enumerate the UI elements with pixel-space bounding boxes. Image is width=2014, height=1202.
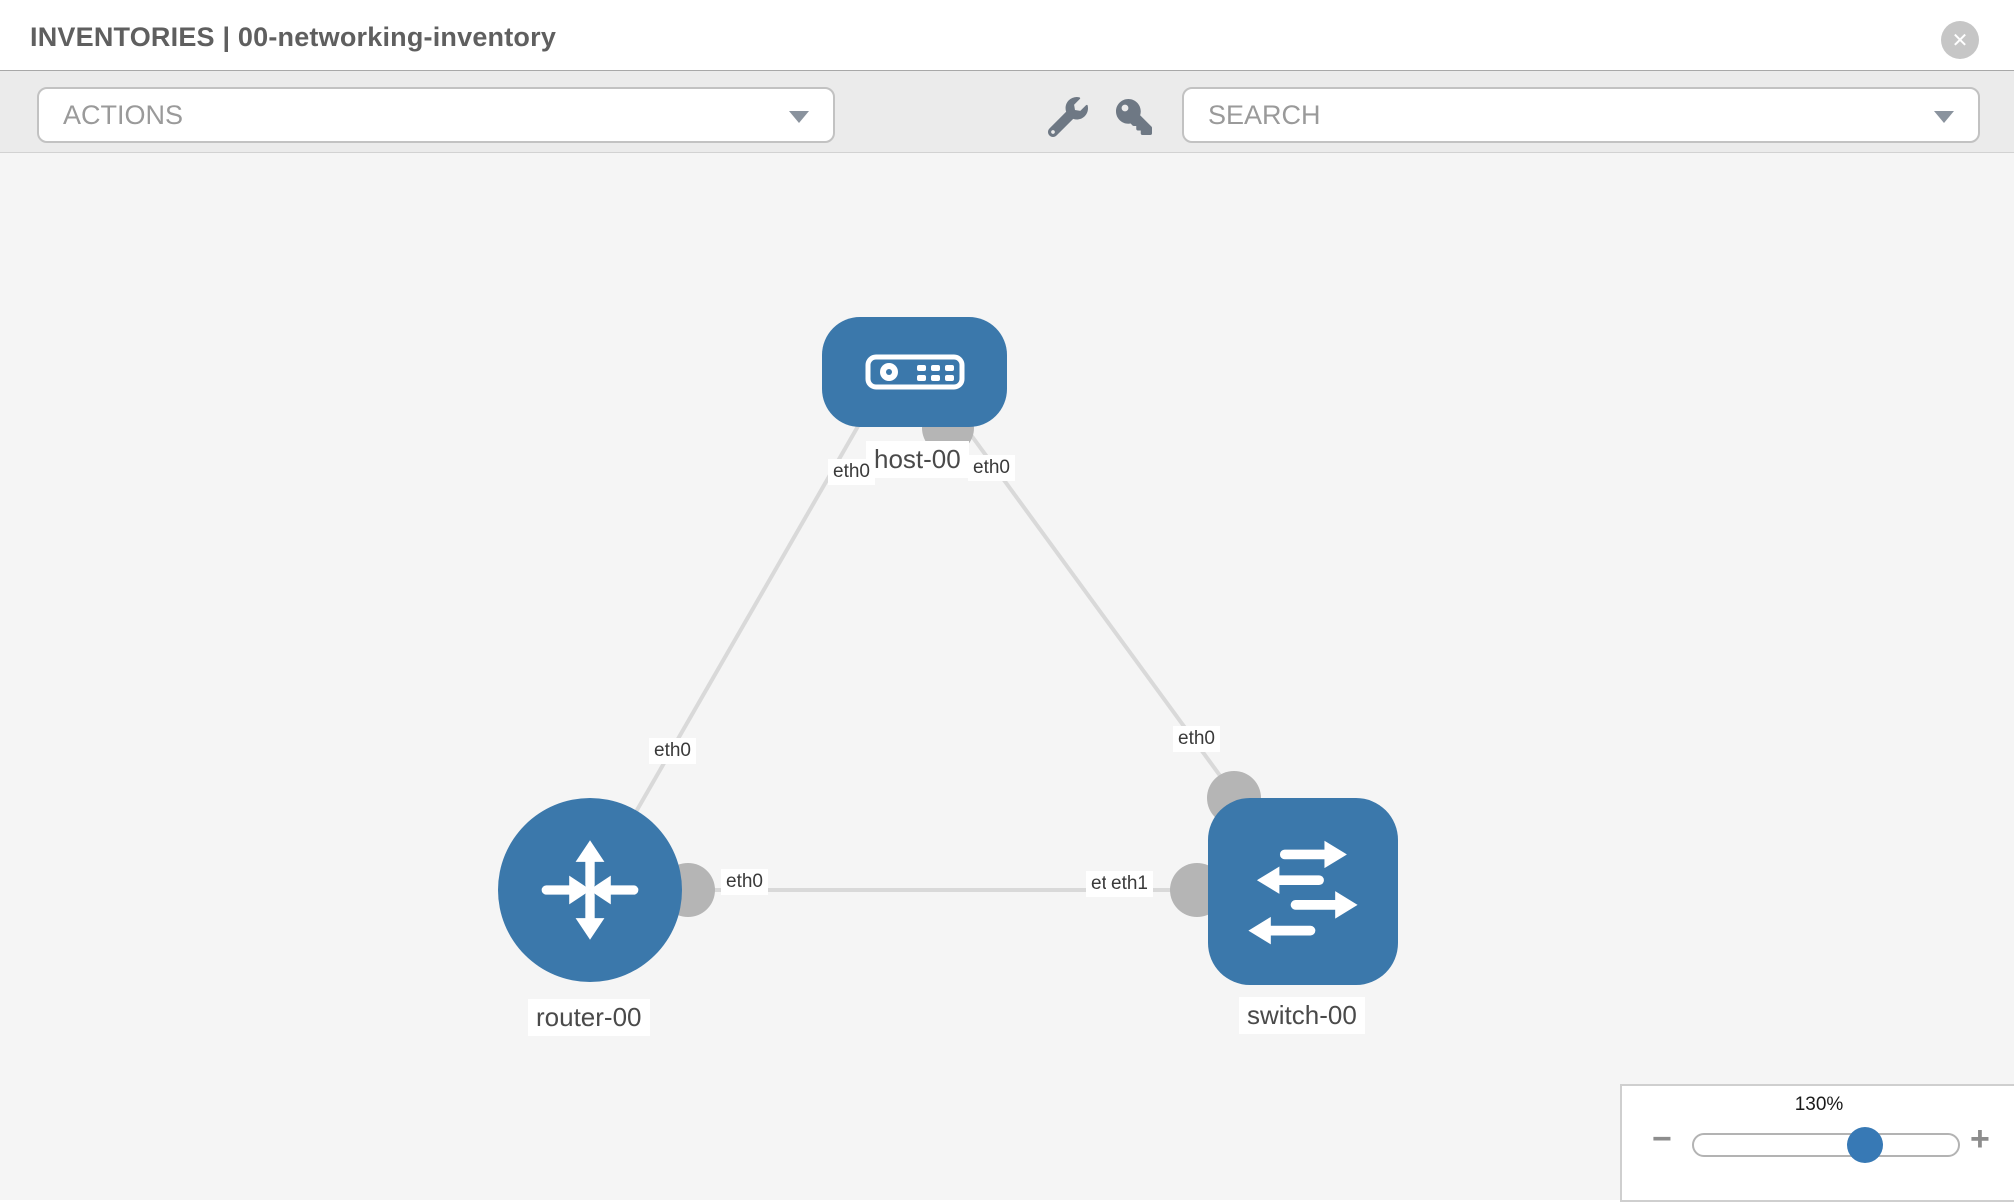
chevron-down-icon [1934,111,1954,123]
links-layer [593,387,1290,917]
interface-label-switch-eth1-from-router: eth1 [1106,871,1153,897]
topology-canvas[interactable]: host-00 router-00 switch-00 eth0 eth0 et… [0,153,2014,1200]
actions-dropdown[interactable]: ACTIONS [37,87,835,143]
zoom-in-button[interactable]: + [1970,1120,1990,1158]
node-label-host: host-00 [866,441,969,478]
router-icon [541,840,639,940]
node-router-00[interactable] [498,798,682,982]
interface-label-router-eth0-to-switch: eth0 [721,869,768,895]
zoom-slider-track[interactable] [1692,1133,1960,1157]
interface-label-router-eth0-from-host: eth0 [649,738,696,764]
header: INVENTORIES | 00-networking-inventory ✕ [0,0,2014,70]
node-switch-00[interactable] [1208,798,1398,985]
zoom-slider-handle[interactable] [1847,1127,1883,1163]
switch-icon [1248,840,1358,944]
actions-dropdown-label: ACTIONS [63,99,184,130]
interface-label-host-eth0-to-router: eth0 [828,459,875,485]
server-icon [865,354,964,390]
toolbar: ACTIONS SEARCH [0,70,2014,153]
zoom-out-button[interactable]: − [1652,1120,1672,1158]
page-title: INVENTORIES | 00-networking-inventory [30,22,557,52]
zoom-level-value: 130% [1794,1094,1844,1115]
node-label-switch: switch-00 [1239,997,1365,1034]
interface-label-switch-eth0-from-host: eth0 [1173,726,1220,752]
close-icon[interactable]: ✕ [1941,21,1979,59]
wrench-icon[interactable] [1046,95,1090,139]
node-host-00[interactable] [822,317,1007,427]
zoom-control-panel: 130% − + [1620,1084,2014,1202]
node-label-router: router-00 [528,999,650,1036]
interface-label-host-eth0-to-switch: eth0 [968,455,1015,481]
chevron-down-icon [789,111,809,123]
close-glyph: ✕ [1951,29,1969,52]
search-dropdown[interactable]: SEARCH [1182,87,1980,143]
key-icon[interactable] [1112,95,1156,139]
search-dropdown-label: SEARCH [1208,99,1321,130]
